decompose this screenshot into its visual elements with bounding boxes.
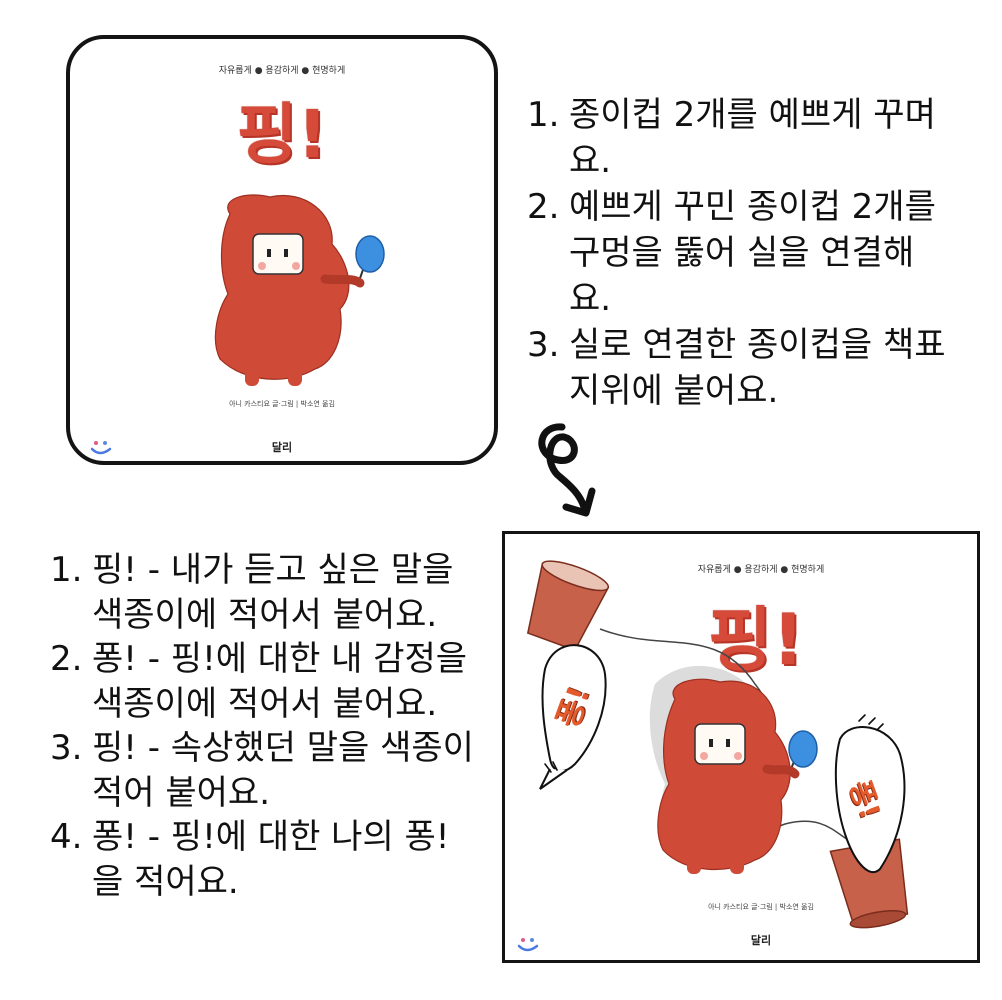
publisher-logo: 달리 bbox=[271, 441, 293, 454]
step-text: 예쁘게 꾸민 종이컵 2개를 구멍을 뚫어 실을 연결해요. bbox=[569, 187, 936, 319]
paper-cup-left bbox=[526, 560, 610, 652]
list-item: 2. 예쁘게 꾸민 종이컵 2개를 구멍을 뚫어 실을 연결해요. bbox=[527, 184, 947, 322]
step-text: 핑! - 속상했던 말을 색종이 적어 붙어요. bbox=[92, 728, 474, 813]
character-body bbox=[657, 678, 791, 871]
book-cover-original: 자유롭게 ● 용감하게 ● 현명하게 핑! 아니 카스티요 글·그림 | 박소연… bbox=[66, 35, 498, 465]
step-text: 퐁! - 핑!에 대한 나의 퐁!을 적어요. bbox=[92, 817, 450, 902]
list-item: 3. 핑! - 속상했던 말을 색종이 적어 붙어요. bbox=[50, 726, 480, 815]
step-number: 3. bbox=[50, 728, 83, 768]
speech-bubble-left bbox=[541, 644, 607, 772]
list-item: 1. 핑! - 내가 듣고 싶은 말을 색종이에 적어서 붙어요. bbox=[50, 548, 480, 637]
step-number: 2. bbox=[527, 187, 560, 227]
book-title: 핑! bbox=[707, 599, 805, 681]
character-face bbox=[252, 233, 304, 275]
fan-icon bbox=[788, 730, 818, 768]
smile-icon bbox=[517, 938, 539, 952]
step-number: 4. bbox=[50, 817, 83, 857]
book-title: 핑! bbox=[236, 96, 328, 173]
list-item: 2. 퐁! - 핑!에 대한 내 감정을 색종이에 적어서 붙어요. bbox=[50, 637, 480, 726]
character-illustration bbox=[214, 194, 385, 386]
instructions-bottom: 1. 핑! - 내가 듣고 싶은 말을 색종이에 적어서 붙어요. 2. 퐁! … bbox=[50, 548, 480, 904]
instructions-top: 1. 종이컵 2개를 예쁘게 꾸며요. 2. 예쁘게 꾸민 종이컵 2개를 구멍… bbox=[527, 92, 947, 414]
book-credits: 아니 카스티요 글·그림 | 박소연 옮김 bbox=[708, 903, 814, 911]
step-number: 1. bbox=[527, 95, 560, 135]
step-text: 실로 연결한 종이컵을 책표지위에 붙어요. bbox=[569, 325, 946, 411]
step-text: 종이컵 2개를 예쁘게 꾸며요. bbox=[569, 95, 936, 181]
step-text: 핑! - 내가 듣고 싶은 말을 색종이에 적어서 붙어요. bbox=[92, 550, 454, 635]
book-cover-decorated: 자유롭게 ● 용감하게 ● 현명하게 핑! bbox=[502, 531, 980, 963]
publisher-logo: 달리 bbox=[750, 934, 772, 947]
step-number: 1. bbox=[50, 550, 83, 590]
book-credits: 아니 카스티요 글·그림 | 박소연 옮김 bbox=[229, 400, 335, 408]
fan-icon bbox=[355, 235, 385, 273]
list-item: 4. 퐁! - 핑!에 대한 나의 퐁!을 적어요. bbox=[50, 815, 480, 904]
list-item: 3. 실로 연결한 종이컵을 책표지위에 붙어요. bbox=[527, 322, 947, 414]
smile-icon bbox=[90, 441, 112, 455]
curly-arrow-icon bbox=[538, 423, 596, 517]
step-text: 퐁! - 핑!에 대한 내 감정을 색종이에 적어서 붙어요. bbox=[92, 639, 468, 724]
book-tagline: 자유롭게 ● 용감하게 ● 현명하게 bbox=[697, 565, 825, 575]
book-tagline: 자유롭게 ● 용감하게 ● 현명하게 bbox=[218, 66, 346, 76]
paper-cup-right bbox=[829, 838, 909, 929]
speech-bubble-right bbox=[834, 726, 906, 874]
character-body bbox=[214, 194, 350, 380]
character-face bbox=[694, 723, 746, 765]
craft-illustration bbox=[526, 560, 909, 929]
list-item: 1. 종이컵 2개를 예쁘게 꾸며요. bbox=[527, 92, 947, 184]
step-number: 3. bbox=[527, 325, 560, 365]
step-number: 2. bbox=[50, 639, 83, 679]
